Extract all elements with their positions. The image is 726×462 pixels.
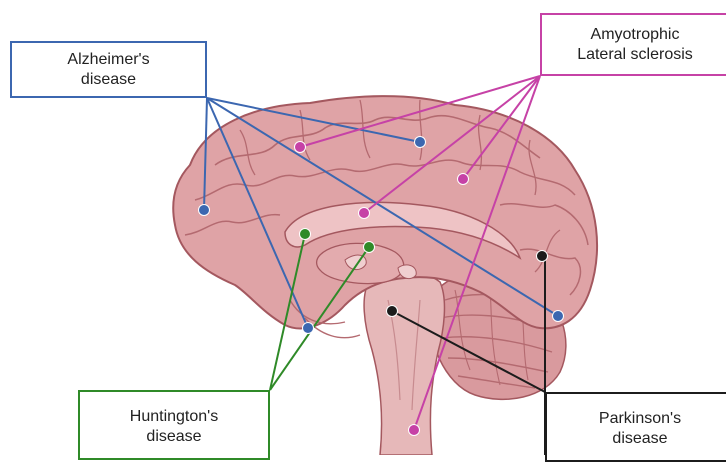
huntingtons-label-line1: Huntington's — [130, 407, 218, 427]
parkinsons-label-box: Parkinson's disease — [545, 392, 726, 462]
huntingtons-marker-putamen — [364, 242, 375, 253]
alzheimers-label-line1: Alzheimer's — [67, 50, 149, 70]
parkinsons-label-line1: Parkinson's — [599, 409, 681, 429]
huntingtons-label-box: Huntington's disease — [78, 390, 270, 460]
parkinsons-marker-substantia-nigra — [387, 306, 398, 317]
parkinsons-label-line2: disease — [612, 429, 667, 449]
als-label-line1: Amyotrophic — [591, 25, 680, 45]
alzheimers-marker-hippocampus — [303, 323, 314, 334]
als-marker-spinal — [409, 425, 420, 436]
huntingtons-marker-caudate — [300, 229, 311, 240]
alzheimers-marker-occipital — [553, 311, 564, 322]
als-marker-callosum — [359, 208, 370, 219]
alzheimers-marker-frontal — [199, 205, 210, 216]
parkinsons-marker-cortex — [537, 251, 548, 262]
als-marker-parietal — [458, 174, 469, 185]
alzheimers-label-box: Alzheimer's disease — [10, 41, 207, 98]
als-label-box: Amyotrophic Lateral sclerosis — [540, 13, 726, 76]
alzheimers-marker-parietal — [415, 137, 426, 148]
alzheimers-label-line2: disease — [81, 70, 136, 90]
als-label-line2: Lateral sclerosis — [577, 45, 693, 65]
huntingtons-label-line2: disease — [146, 427, 201, 447]
brainstem — [364, 271, 444, 456]
als-marker-motor-cortex — [295, 142, 306, 153]
